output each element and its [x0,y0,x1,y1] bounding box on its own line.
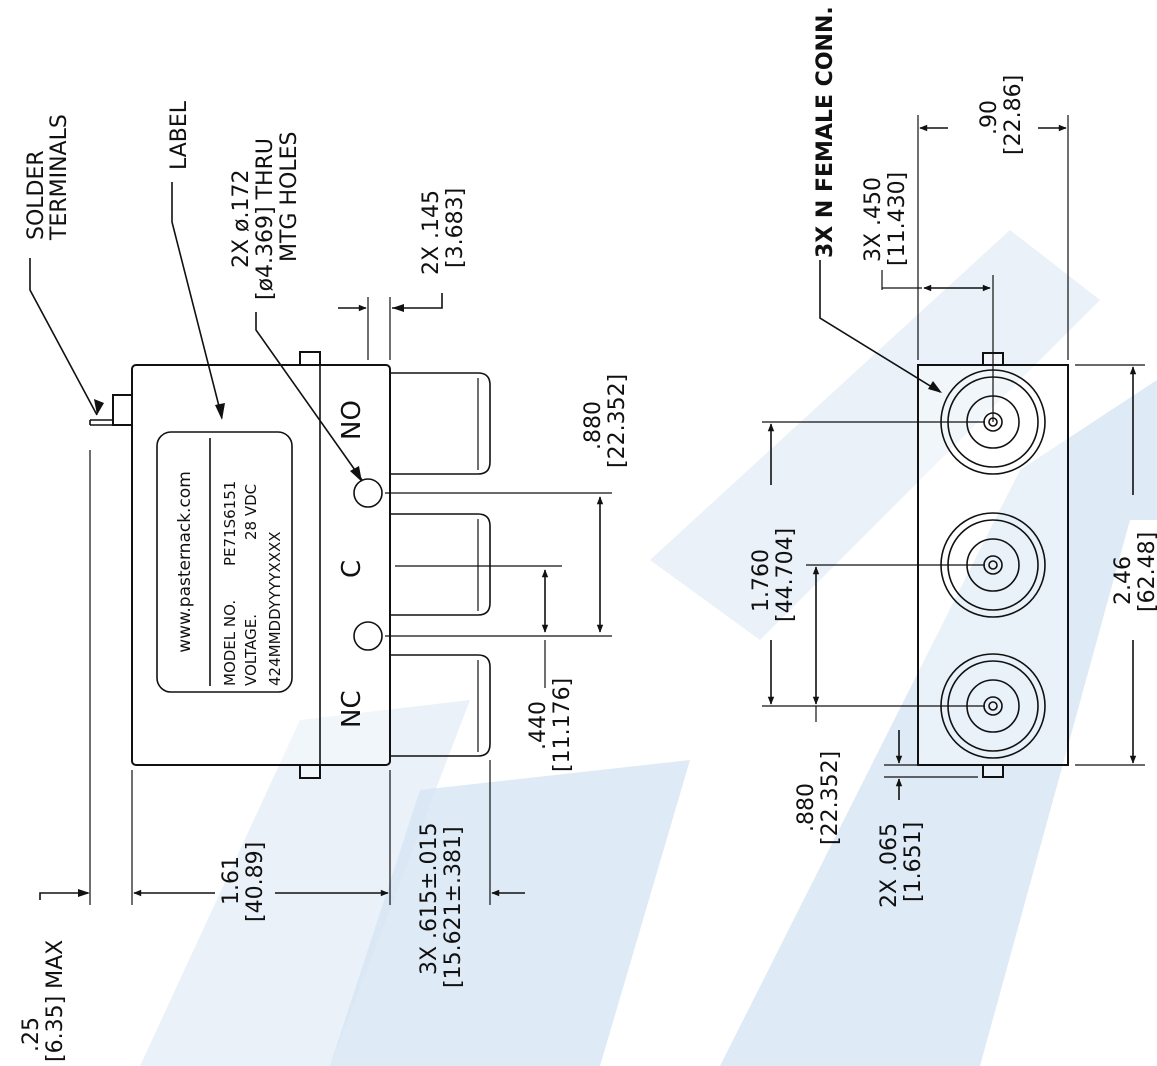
dim-246-1: 2.46 [1111,556,1136,605]
holes-text-1: 2X ø.172 [229,169,254,268]
mount-hole-top [353,478,383,508]
dim-1760-1: 1.760 [749,549,774,612]
dim-1760-2: [44.704] [773,528,798,622]
conn-callout: 3X N FEMALE CONN. [813,6,838,258]
dim-145-1: 2X .145 [419,190,444,275]
connector-side-c [390,513,491,616]
leader-holes [255,312,363,481]
dim-145-2: [3.683] [443,188,468,268]
solder-label-2: TERMINALS [47,114,72,241]
label-model: MODEL NO. [221,600,239,686]
label-callout: LABEL [167,100,192,170]
dim-615-2: [15.621±.381] [441,826,466,988]
dim-880b-2: [22.352] [818,751,843,845]
dim-065-2: [1.651] [901,822,926,902]
port-c-label: C [337,560,367,578]
dim-161-2: [40.89] [243,842,268,922]
holes-text-2: [ø4.369] THRU [253,138,278,300]
dim-25-1: .25 [19,1017,44,1052]
dim-880a-1: .880 [581,401,606,450]
dim-90-2: [22.86] [1001,75,1026,155]
connector-side-no [390,372,491,475]
leader-solder [29,258,98,416]
label-date-code: 424MMDDYYYYXXXX [266,531,284,686]
front-tab-bottom [982,764,1004,778]
dim-246-2: [62.48] [1135,532,1157,612]
solder-label-1: SOLDER [24,150,49,240]
watermark-logo [140,230,1157,1066]
dim-880b-1: .880 [794,783,819,832]
leader-label [171,182,223,419]
dim-440-2: [11.176] [550,678,575,772]
solder-terminal [89,394,133,426]
dim-615-1: 3X .615±.015 [417,823,442,975]
mount-tab-bottom [299,764,321,779]
label-voltage-value: 28 VDC [242,484,260,540]
dim-450-1: 3X .450 [861,177,886,262]
dim-440-1: .440 [526,701,551,750]
front-view [762,115,1145,800]
label-voltage: VOLTAGE. [242,614,260,686]
dim-90-1: .90 [977,100,1002,135]
holes-text-3: MTG HOLES [277,132,302,262]
dim-065-1: 2X .065 [877,823,902,908]
port-nc-label: NC [337,690,367,728]
mount-hole-bottom [353,621,383,651]
product-label [156,431,293,693]
dim-450-2: [11.430] [885,172,910,266]
dim-25-2: [6.35] MAX [43,940,68,1062]
label-model-value: PE71S6151 [221,481,239,566]
switch-body [131,364,391,766]
port-no-label: NO [337,400,367,440]
mount-tab-top [299,351,321,366]
side-view: www.pasternack.com MODEL NO. PE71S6151 V… [29,182,612,905]
label-website: www.pasternack.com [175,471,195,653]
connector-side-nc [390,654,491,757]
dim-161-1: 1.61 [219,856,244,905]
dim-880a-2: [22.352] [605,374,630,468]
